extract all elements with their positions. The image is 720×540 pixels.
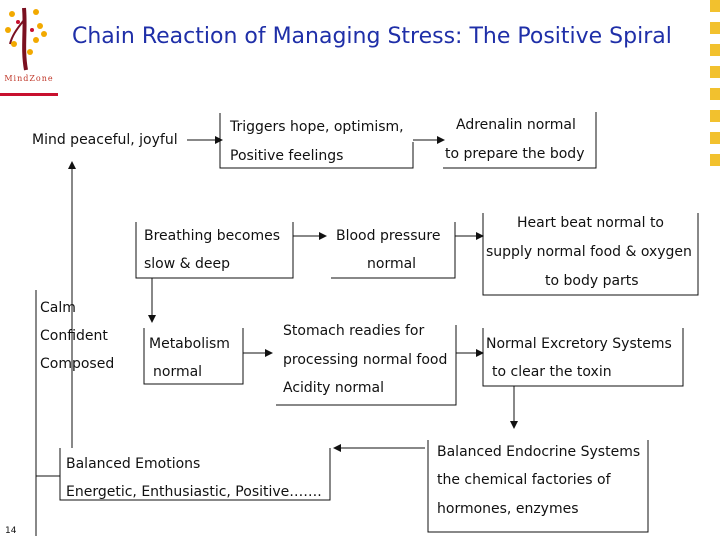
bp-box-edge — [331, 222, 456, 279]
node-triggers-line2: Positive feelings — [230, 148, 344, 164]
heart-box-edge — [482, 213, 699, 296]
adrenalin-box-edge — [443, 112, 597, 169]
logo: MindZone — [0, 0, 58, 96]
logo-text: MindZone — [4, 74, 54, 83]
node-metabolism-line2: normal — [153, 364, 203, 380]
excretory-box-edge — [482, 328, 684, 387]
page-title: Chain Reaction of Managing Stress: The P… — [72, 24, 672, 49]
node-mind: Mind peaceful, joyful — [32, 132, 178, 148]
node-excretory-line2: to clear the toxin — [492, 364, 612, 380]
node-endocrine-line1: Balanced Endocrine Systems — [437, 444, 641, 460]
node-excretory-line1: Normal Excretory Systems — [486, 336, 672, 352]
node-heart-line2: supply normal food & oxygen — [486, 244, 692, 260]
node-heart-line3: to body parts — [545, 273, 639, 289]
node-stomach-line2: processing normal food — [283, 352, 448, 368]
node-endocrine-line2: the chemical factories of — [437, 472, 611, 488]
node-endocrine-line3: hormones, enzymes — [437, 501, 579, 517]
node-breathing-line2: slow & deep — [144, 256, 231, 272]
node-metabolism-line1: Metabolism — [149, 336, 230, 352]
stomach-box-edge — [276, 325, 457, 406]
logo-figure-icon — [5, 7, 47, 71]
endocrine-box-edge — [427, 440, 649, 533]
metabolism-box-edge — [143, 328, 244, 385]
page-number: 14 — [5, 526, 17, 536]
node-adrenalin-line1: Adrenalin normal — [456, 117, 576, 133]
node-emotions-line2: Energetic, Enthusiastic, Positive……. — [66, 484, 322, 500]
node-breathing-line1: Breathing becomes — [144, 228, 281, 244]
node-triggers-line1: Triggers hope, optimism, — [230, 119, 404, 135]
node-adrenalin-line2: to prepare the body — [445, 146, 585, 162]
node-bp-line1: Blood pressure — [336, 228, 441, 244]
decorative-stripes — [710, 0, 720, 200]
emotions-box-edge — [59, 448, 331, 501]
breathing-box-edge — [135, 222, 294, 279]
node-calm-line2: Confident — [40, 328, 108, 344]
node-emotions-line1: Balanced Emotions — [66, 456, 201, 472]
node-stomach-line1: Stomach readies for — [283, 323, 425, 339]
node-heart-line1: Heart beat normal to — [517, 215, 664, 231]
node-calm-line1: Calm — [40, 300, 76, 316]
node-stomach-line3: Acidity normal — [283, 380, 384, 396]
logo-underline — [0, 93, 58, 96]
triggers-box-edge — [219, 113, 414, 169]
node-calm-line3: Composed — [40, 356, 115, 372]
node-bp-line2: normal — [367, 256, 417, 272]
